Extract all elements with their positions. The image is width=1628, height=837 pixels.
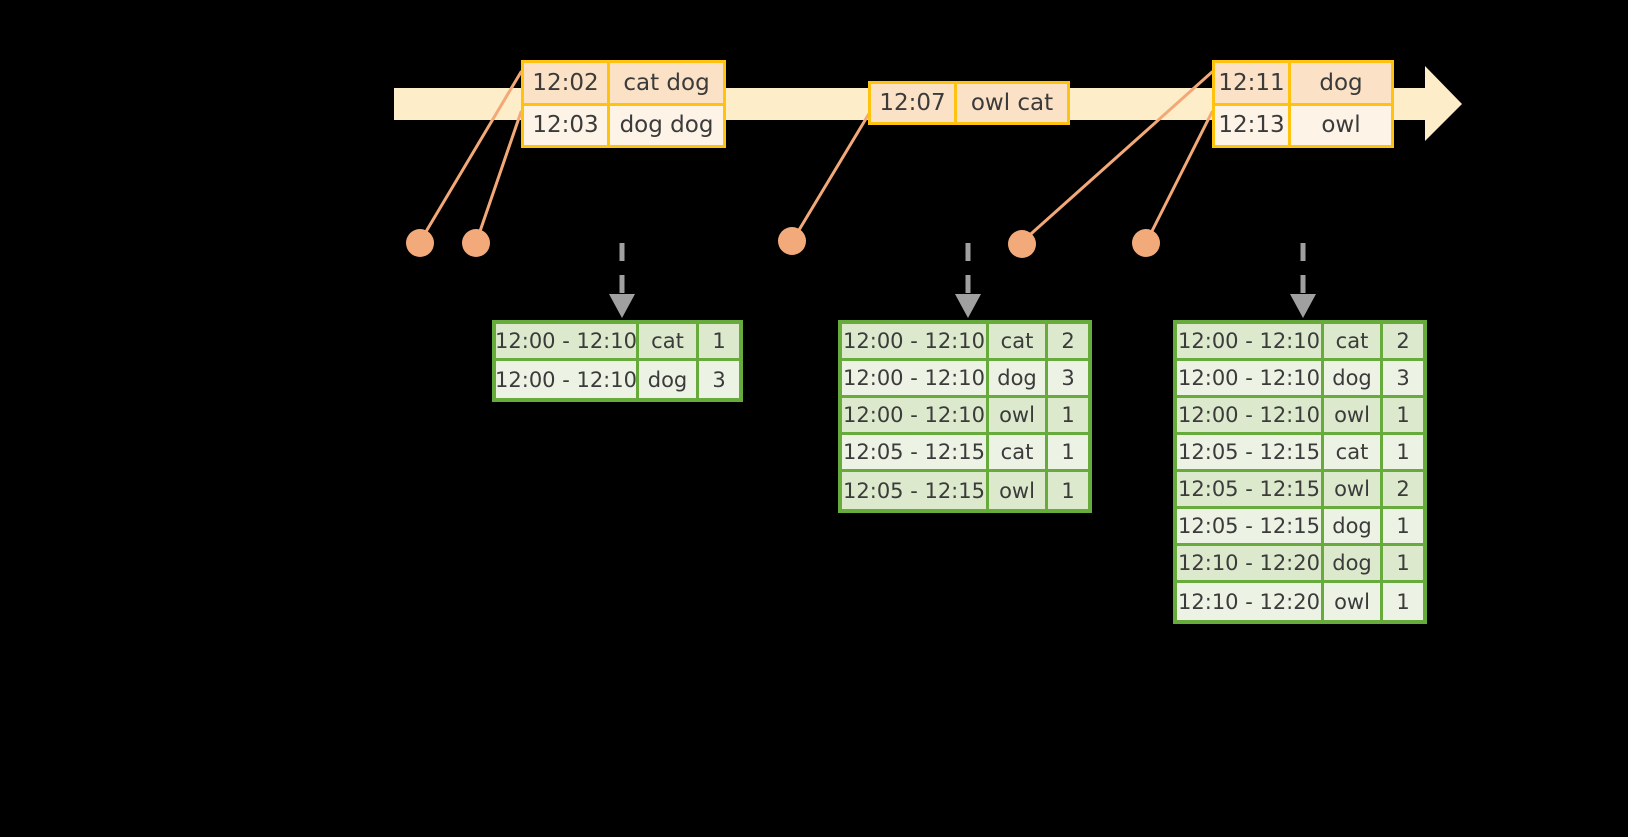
word-cell: cat <box>989 435 1048 469</box>
result-table-3[interactable]: 12:00 - 12:10 cat 2 12:00 - 12:10 dog 3 … <box>1173 320 1427 624</box>
window-cell: 12:00 - 12:10 <box>1177 398 1324 432</box>
event-row[interactable]: 12:02 cat dog <box>524 63 723 103</box>
event-row[interactable]: 12:07 owl cat <box>871 84 1067 122</box>
event-time: 12:07 <box>871 84 957 122</box>
table-row[interactable]: 12:10 - 12:20 dog 1 <box>1177 546 1423 583</box>
count-cell: 1 <box>1061 478 1075 503</box>
event-words: cat dog <box>623 69 710 96</box>
word-cell: owl <box>989 398 1048 432</box>
word-cell: dog <box>989 361 1048 395</box>
word-cell: dog <box>1324 361 1383 395</box>
count-cell: 1 <box>1061 403 1075 427</box>
event-row[interactable]: 12:03 dog dog <box>524 102 723 145</box>
window-cell: 12:10 - 12:20 <box>1177 546 1324 580</box>
window-cell: 12:05 - 12:15 <box>1177 472 1324 506</box>
count-cell: 2 <box>1061 329 1075 353</box>
event-box-3[interactable]: 12:11 dog 12:13 owl <box>1212 60 1394 148</box>
table-row[interactable]: 12:00 - 12:10 owl 1 <box>842 398 1088 435</box>
event-time: 12:11 <box>1215 63 1291 103</box>
event-box-2[interactable]: 12:07 owl cat <box>868 81 1070 125</box>
trigger-arrow-2 <box>955 243 981 318</box>
window-cell: 12:00 - 12:10 <box>842 398 989 432</box>
word-cell: dog <box>1324 546 1383 580</box>
window-cell: 12:00 - 12:10 <box>1177 324 1324 358</box>
event-dot-5 <box>1132 229 1160 257</box>
count-cell: 1 <box>712 329 726 353</box>
word-cell: owl <box>989 472 1048 509</box>
word-cell: cat <box>1324 435 1383 469</box>
table-row[interactable]: 12:05 - 12:15 cat 1 <box>1177 435 1423 472</box>
word-cell: cat <box>989 324 1048 358</box>
window-cell: 12:00 - 12:10 <box>1177 361 1324 395</box>
trigger-arrow-1 <box>609 243 635 318</box>
table-row[interactable]: 12:10 - 12:20 owl 1 <box>1177 583 1423 620</box>
count-cell: 1 <box>1396 440 1410 464</box>
event-marker-dots <box>406 227 1160 258</box>
trigger-arrows <box>609 243 1316 318</box>
event-words: owl <box>1321 112 1361 139</box>
trigger-arrow-3 <box>1290 243 1316 318</box>
table-row[interactable]: 12:00 - 12:10 cat 1 <box>495 324 739 361</box>
table-row[interactable]: 12:00 - 12:10 owl 1 <box>1177 398 1423 435</box>
count-cell: 3 <box>712 367 726 392</box>
event-row[interactable]: 12:13 owl <box>1215 102 1391 145</box>
count-cell: 1 <box>1396 403 1410 427</box>
event-words: dog dog <box>619 112 714 139</box>
count-cell: 1 <box>1396 589 1410 614</box>
event-time: 12:03 <box>524 105 610 145</box>
count-cell: 1 <box>1396 514 1410 538</box>
window-cell: 12:00 - 12:10 <box>495 361 639 398</box>
window-cell: 12:00 - 12:10 <box>842 361 989 395</box>
count-cell: 3 <box>1061 366 1075 390</box>
event-dot-2 <box>462 229 490 257</box>
table-row[interactable]: 12:05 - 12:15 cat 1 <box>842 435 1088 472</box>
window-cell: 12:00 - 12:10 <box>842 324 989 358</box>
result-table-2[interactable]: 12:00 - 12:10 cat 2 12:00 - 12:10 dog 3 … <box>838 320 1092 513</box>
event-box-1[interactable]: 12:02 cat dog 12:03 dog dog <box>521 60 726 148</box>
word-cell: owl <box>1324 472 1383 506</box>
word-cell: dog <box>639 361 699 398</box>
count-cell: 3 <box>1396 366 1410 390</box>
word-cell: cat <box>639 324 699 358</box>
word-cell: cat <box>1324 324 1383 358</box>
word-cell: dog <box>1324 509 1383 543</box>
event-row[interactable]: 12:11 dog <box>1215 63 1391 103</box>
result-table-1[interactable]: 12:00 - 12:10 cat 1 12:00 - 12:10 dog 3 <box>492 320 743 402</box>
event-time: 12:13 <box>1215 105 1291 145</box>
window-cell: 12:10 - 12:20 <box>1177 583 1324 620</box>
event-dot-3 <box>778 227 806 255</box>
event-words: dog <box>1319 69 1363 96</box>
word-cell: owl <box>1324 583 1383 620</box>
count-cell: 2 <box>1396 329 1410 353</box>
table-row[interactable]: 12:05 - 12:15 owl 2 <box>1177 472 1423 509</box>
event-time: 12:02 <box>524 63 610 103</box>
table-row[interactable]: 12:00 - 12:10 dog 3 <box>842 361 1088 398</box>
word-cell: owl <box>1324 398 1383 432</box>
event-words: owl cat <box>970 90 1054 116</box>
window-cell: 12:05 - 12:15 <box>1177 509 1324 543</box>
count-cell: 1 <box>1396 551 1410 575</box>
event-dot-4 <box>1008 230 1036 258</box>
table-row[interactable]: 12:00 - 12:10 cat 2 <box>842 324 1088 361</box>
table-row[interactable]: 12:05 - 12:15 owl 1 <box>842 472 1088 509</box>
table-row[interactable]: 12:00 - 12:10 dog 3 <box>1177 361 1423 398</box>
window-cell: 12:00 - 12:10 <box>495 324 639 358</box>
event-dot-1 <box>406 229 434 257</box>
table-row[interactable]: 12:05 - 12:15 dog 1 <box>1177 509 1423 546</box>
count-cell: 1 <box>1061 440 1075 464</box>
window-cell: 12:05 - 12:15 <box>842 472 989 509</box>
table-row[interactable]: 12:00 - 12:10 cat 2 <box>1177 324 1423 361</box>
window-cell: 12:05 - 12:15 <box>842 435 989 469</box>
table-row[interactable]: 12:00 - 12:10 dog 3 <box>495 361 739 398</box>
window-cell: 12:05 - 12:15 <box>1177 435 1324 469</box>
count-cell: 2 <box>1396 477 1410 501</box>
